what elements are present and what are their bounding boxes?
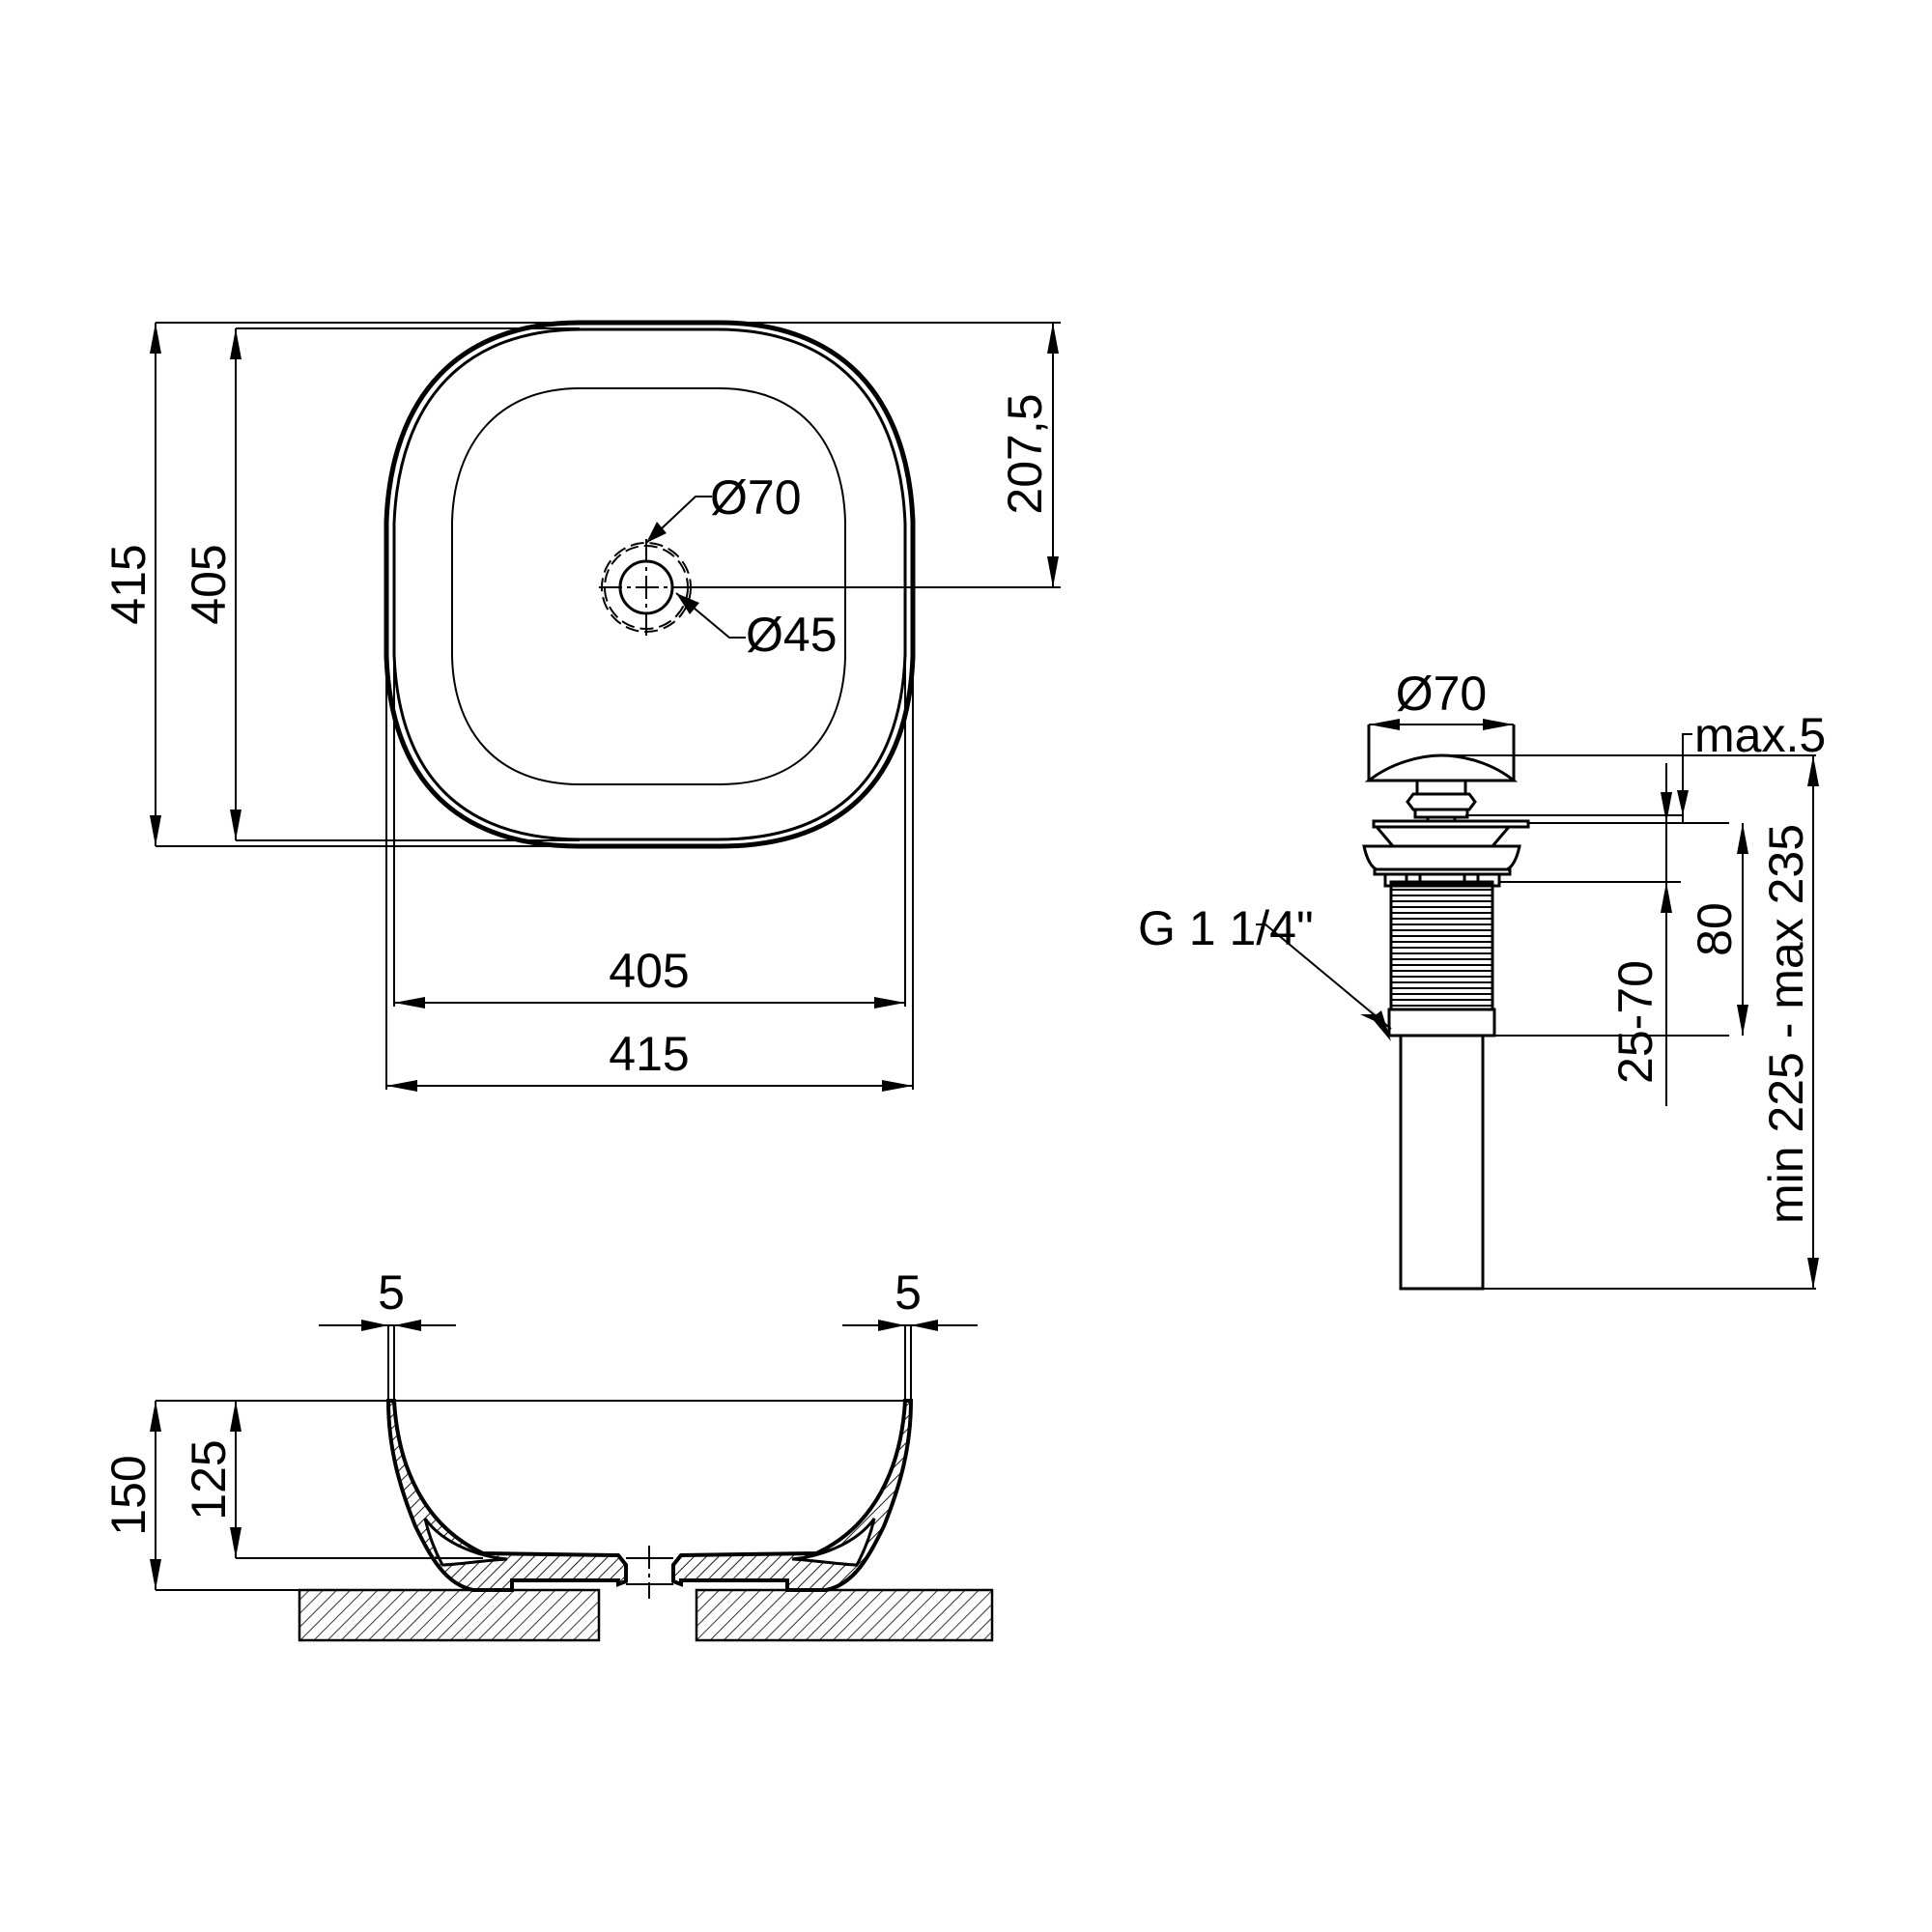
side-wall-left-dim: 5 (378, 1265, 405, 1320)
top-inner-width-dim: 405 (609, 944, 689, 998)
basin-inner-bowl (451, 387, 846, 785)
top-outer-height-dim: 415 (101, 544, 156, 624)
drain-thread-spec: G 1 1/4" (1138, 901, 1314, 955)
basin-outer-rim-inner (392, 327, 907, 841)
drain-assembly: Ø70 max.5 25-70 80 min 225 - max 235 G 1… (1138, 667, 1826, 1291)
drain-total-length-dim: min 225 - max 235 (1759, 824, 1813, 1224)
top-outer-width-dim: 415 (609, 1027, 689, 1081)
top-drain-inner-dia: Ø45 (746, 608, 838, 662)
side-view: 5 5 150 125 (101, 1265, 994, 1642)
drain-threaded-body (1389, 880, 1494, 1011)
side-wall-right-dim: 5 (895, 1265, 922, 1320)
drain-cap-dia-dim: Ø70 (1396, 667, 1488, 721)
countertop-left (298, 1588, 601, 1642)
drain-body-length-dim: 80 (1688, 902, 1742, 956)
countertop-right (695, 1588, 994, 1642)
basin-section-right (671, 1399, 914, 1592)
top-inner-height-dim: 405 (182, 544, 236, 624)
basin-outer-rim (384, 320, 916, 849)
drain-clamp-range-dim: 25-70 (1608, 960, 1662, 1084)
drain-cap-gap-dim: max.5 (1694, 708, 1826, 762)
top-view: Ø70 Ø45 415 405 207,5 4 (101, 320, 1061, 1092)
top-drain-offset-dim: 207,5 (998, 393, 1052, 514)
drain-pipe (1399, 1034, 1485, 1291)
basin-section-left (385, 1399, 628, 1592)
side-total-height-dim: 150 (101, 1455, 156, 1535)
drain-cap (1364, 753, 1519, 782)
top-drain-outer-dia: Ø70 (710, 470, 802, 525)
side-bowl-depth-dim: 125 (182, 1439, 236, 1520)
